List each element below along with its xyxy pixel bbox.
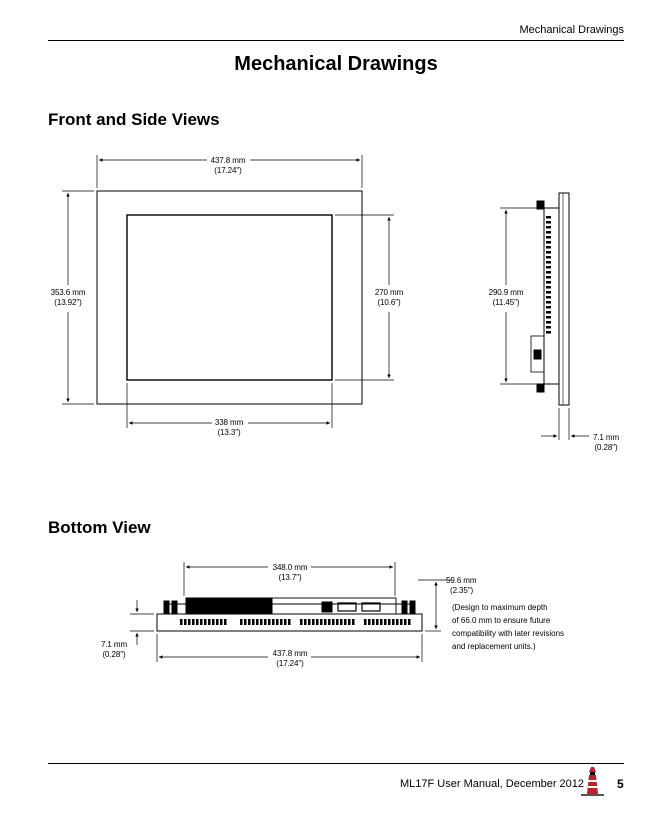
bottom-overall-width-label: 437.8 mm(17.24") xyxy=(272,649,308,668)
side-view xyxy=(530,192,570,406)
front-view xyxy=(96,190,363,405)
side-dimensions xyxy=(500,207,589,440)
front-height-label: 353.6 mm(13.92") xyxy=(50,288,86,307)
side-height-label: 290.9 mm(11.45") xyxy=(488,288,524,307)
screen-width-label: 338 mm(13.3") xyxy=(214,418,244,437)
front-screen xyxy=(126,214,333,381)
page-number: 5 xyxy=(617,777,624,791)
bottom-view xyxy=(156,597,423,632)
bottom-dimensions xyxy=(130,562,452,662)
front-width-label: 437.8 mm(17.24") xyxy=(210,156,246,175)
bottom-depth-label: 59.6 mm(2.35") xyxy=(446,576,477,595)
bottom-inner-width-label: 348.0 mm(13.7") xyxy=(272,563,308,582)
side-vents xyxy=(546,216,551,334)
running-header: Mechanical Drawings xyxy=(519,24,624,36)
front-side-heading: Front and Side Views xyxy=(48,110,220,129)
bottom-vents xyxy=(180,619,411,625)
footer-rule xyxy=(48,763,624,764)
front-dimensions xyxy=(62,155,394,428)
header-rule xyxy=(48,40,624,41)
bottom-view-heading: Bottom View xyxy=(48,518,151,537)
page-title: Mechanical Drawings xyxy=(234,53,438,75)
lighthouse-logo xyxy=(581,767,604,796)
side-depth-label: 7.1 mm(0.28") xyxy=(592,433,620,452)
front-bezel xyxy=(96,190,363,405)
footer-manual-title: ML17F User Manual, December 2012 xyxy=(400,778,585,790)
screen-height-label: 270 mm(10.6") xyxy=(374,288,404,307)
bottom-bezel-label: 7.1 mm(0.28") xyxy=(100,640,128,659)
